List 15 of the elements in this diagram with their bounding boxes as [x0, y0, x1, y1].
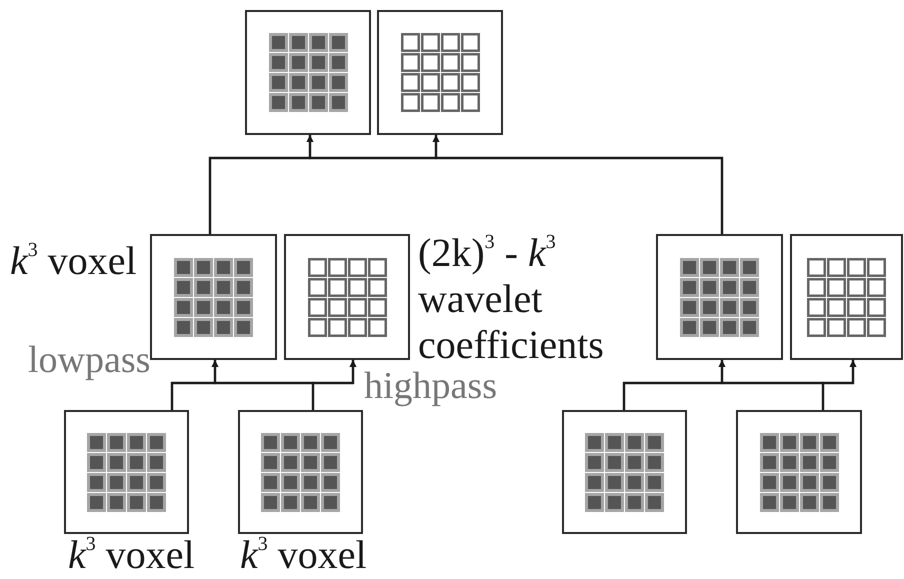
- filter-label: highpass: [364, 366, 497, 406]
- voxel-grid-panel: [656, 234, 783, 360]
- arrow: [822, 360, 856, 410]
- caption-text: k$^{3}$ voxel: [10, 238, 137, 284]
- caption-text: (2k)$^{3}$ - k$^{3}$ wavelet coefficients: [418, 230, 605, 368]
- voxel-grid-panel: [377, 10, 503, 135]
- caption-text: k$^{3}$ voxel: [68, 532, 195, 578]
- filter-label: lowpass: [28, 340, 150, 380]
- arrow: [312, 360, 356, 410]
- arrow: [432, 135, 724, 234]
- voxel-grid-panel: [736, 410, 862, 534]
- voxel-grid-panel: [562, 410, 687, 534]
- voxel-grid-panel: [790, 234, 903, 360]
- caption-text: k$^{3}$ voxel: [240, 532, 367, 578]
- voxel-grid-panel: [245, 10, 371, 135]
